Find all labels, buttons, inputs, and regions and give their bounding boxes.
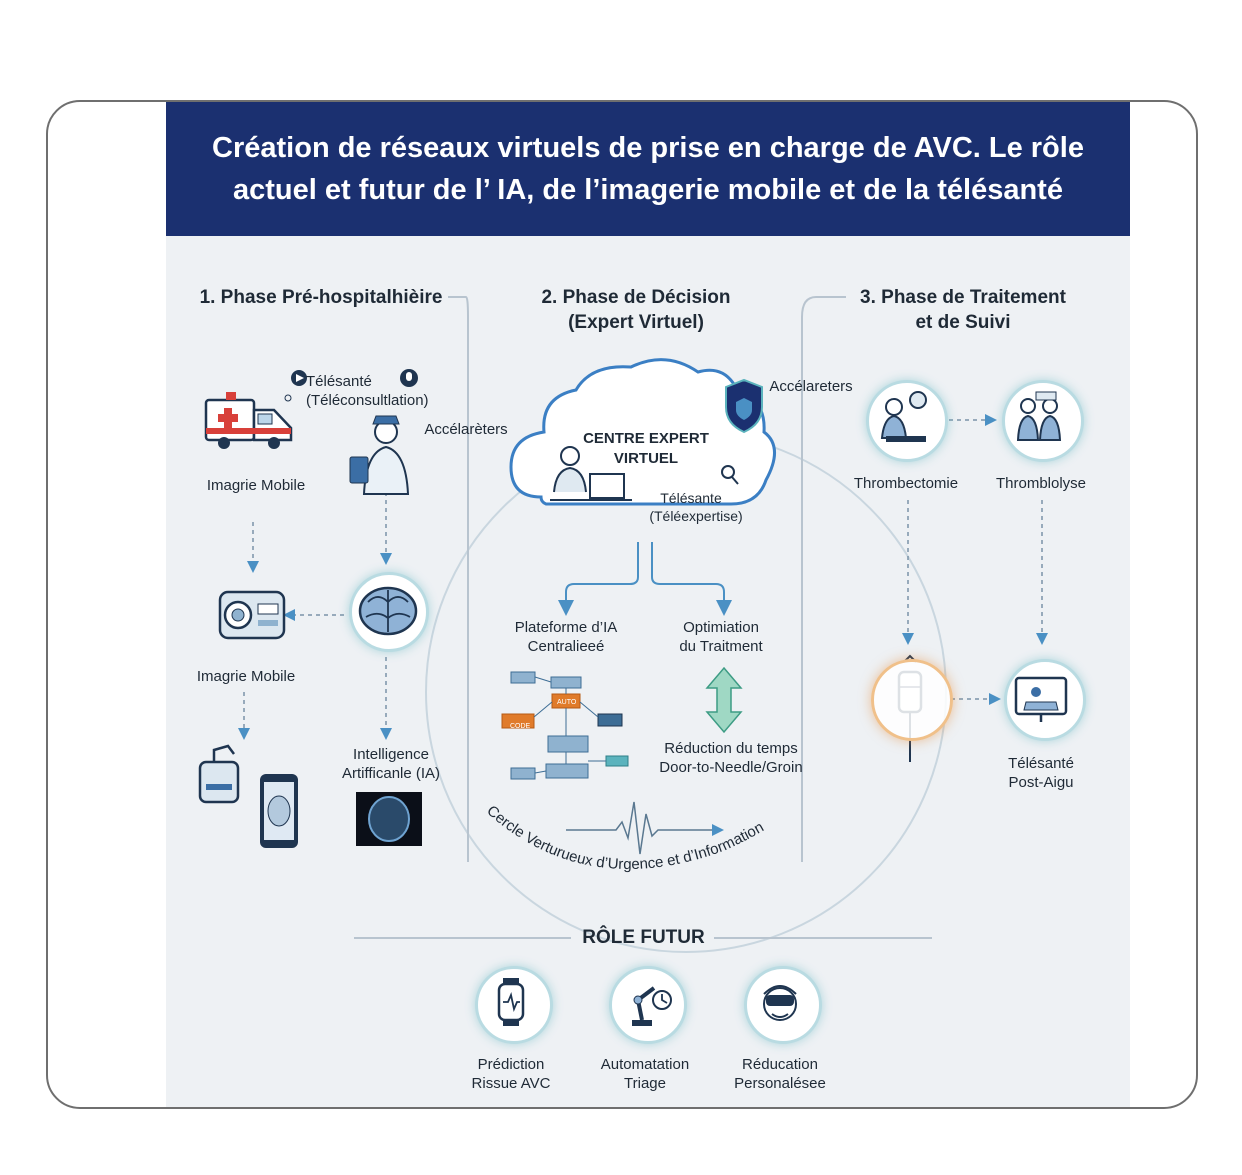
flow-tag-code: CODE — [510, 723, 531, 730]
future-item-3-line1: Réducation — [742, 1056, 818, 1073]
future-item-1-line1: Prédiction — [477, 1056, 545, 1073]
future-item-3-line2: Personalésee — [734, 1075, 826, 1092]
phase2-heading-line1: 2. Phase de Décision — [541, 287, 731, 308]
ecg-line — [566, 801, 724, 855]
infographic: Création de réseaux virtuels de prise en… — [166, 102, 1130, 1107]
telesante-expertise-line1: Télésante — [660, 490, 722, 506]
telemonitor-icon — [1014, 676, 1068, 722]
double-arrow — [705, 666, 743, 734]
flow-tag-auto: AUTO — [557, 699, 577, 706]
reduction-label-line2: Door-to-Needle/Groin — [659, 759, 803, 776]
cloud-label-line2: VIRTUEL — [613, 450, 679, 467]
cloud-branch-right — [651, 542, 732, 616]
vr-headset-icon — [763, 985, 797, 1021]
ia-label-line1: Intelligence — [353, 746, 429, 763]
cloud-shape — [509, 358, 776, 506]
optim-label-line2: du Traitment — [679, 638, 763, 655]
robot-arm-icon — [632, 986, 672, 1026]
future-heading: RÔLE FUTUR — [582, 927, 705, 948]
flow-block — [597, 713, 623, 727]
future-item-2-line2: Triage — [624, 1075, 666, 1092]
thrombectomie-label: Thrombectomie — [853, 475, 959, 492]
circle-caption: Cercle Verturueux d’Urgence et d’Informa… — [483, 802, 766, 873]
phase3-divider — [801, 296, 846, 862]
phase1-heading: 1. Phase Pré-hospitalhièire — [199, 287, 443, 308]
future-item-1-line2: Rissue AVC — [471, 1075, 551, 1092]
platform-label-line1: Plateforme d’IA — [514, 619, 618, 636]
smartphone-icon — [260, 774, 298, 848]
smartwatch-icon — [497, 978, 525, 1026]
phase1-divider — [448, 296, 469, 862]
phase3-heading-line2: et de Suivi — [915, 312, 1011, 333]
ia-label-line2: Artifficanle (IA) — [341, 765, 441, 782]
cloud-label-line1: CENTRE EXPERT — [583, 430, 709, 447]
medical-team-icon — [1016, 391, 1062, 441]
infographic-title: Création de réseaux virtuels de prise en… — [212, 132, 1084, 206]
svg-text:Cercle Verturueux d’Urgence et: Cercle Verturueux d’Urgence et d’Informa… — [483, 802, 766, 873]
ambulance-icon — [204, 392, 293, 449]
imagerie-mobile-label-2: Imagrie Mobile — [196, 668, 296, 685]
portable-scanner-icon — [198, 744, 240, 804]
thrombectomie-circle — [866, 380, 948, 462]
image-frame: Création de réseaux virtuels de prise en… — [46, 100, 1198, 1109]
iv-circle — [871, 659, 953, 741]
phase3-heading-line1: 3. Phase de Traitement — [860, 287, 1066, 308]
telesante-postaigu-line2: Post-Aigu — [1008, 774, 1074, 791]
accelerateurs-left: Accélarèters — [424, 421, 508, 438]
mobile-scanner-icon — [218, 590, 286, 640]
icon-layer: Cercle Verturueux d’Urgence et d’Informa… — [358, 391, 1068, 1026]
future-item-2-line1: Automatation — [600, 1056, 690, 1073]
reduction-label-line1: Réduction du temps — [664, 740, 798, 757]
phase2-heading-line2: (Expert Virtuel) — [568, 312, 704, 333]
optim-label-line1: Optimiation — [683, 619, 759, 636]
paramedic-icon — [349, 415, 410, 495]
flow-block — [510, 767, 536, 780]
telesante-expertise-line2: (Téléexpertise) — [649, 508, 743, 524]
cloud-branch-left — [558, 542, 639, 616]
brain-icon — [358, 586, 418, 636]
telesante-label: Télésanté — [306, 373, 372, 390]
imagerie-mobile-label-1: Imagrie Mobile — [206, 477, 306, 494]
title-banner: Création de réseaux virtuels de prise en… — [166, 102, 1130, 236]
flow-block — [501, 713, 535, 729]
telesante-postaigu-line1: Télésanté — [1008, 755, 1074, 772]
platform-label-line2: Centralieeé — [527, 638, 605, 655]
accelerateurs-right: Accélareters — [769, 378, 853, 395]
future-robot-circle — [609, 966, 687, 1044]
thrombolyse-label: Thromblolyse — [995, 475, 1087, 492]
teleconsultation-label: (Téléconsultlation) — [306, 392, 429, 409]
surgeon-icon — [880, 391, 927, 442]
flow-block — [547, 735, 589, 753]
